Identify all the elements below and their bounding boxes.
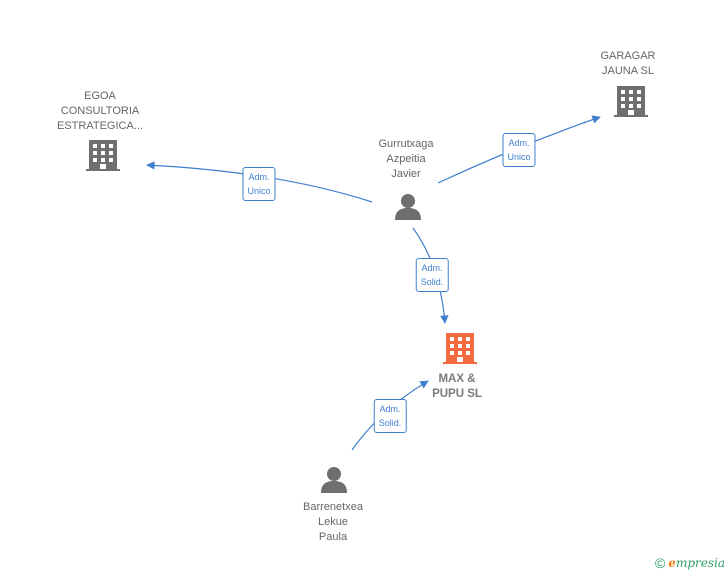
garagar-label[interactable]: GARAGAR JAUNA SL [600,50,656,77]
copyright-icon: © [654,555,666,571]
gurrutxaga-person-icon[interactable] [395,194,421,220]
edge-label-gurrutxaga-garagar: Adm. Unico [502,133,536,167]
edge-label-barrenetxea-maxpupu: Adm. Solid. [373,399,407,433]
gurrutxaga-label[interactable]: Gurrutxaga Azpeitia Javier [378,138,434,180]
edge-label-gurrutxaga-maxpupu: Adm. Solid. [415,258,449,292]
maxpupu-label[interactable]: MAX & PUPU SL [432,373,482,400]
egoa-building-icon[interactable] [86,140,120,171]
barrenetxea-person-icon[interactable] [321,467,347,493]
empresia-logo: empresia [668,556,725,570]
garagar-building-icon[interactable] [614,86,648,117]
barrenetxea-label[interactable]: Barrenetxea Lekue Paula [303,501,363,543]
egoa-label[interactable]: EGOA CONSULTORIA ESTRATEGICA... [57,90,143,132]
maxpupu-building-icon[interactable] [443,333,477,364]
edge-label-gurrutxaga-egoa: Adm. Unico [242,167,276,201]
footer-brand: © empresia [655,555,725,571]
